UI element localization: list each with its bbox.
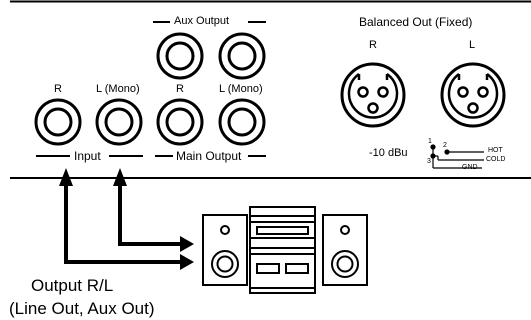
stereo-system-icon	[202, 206, 368, 294]
input-label: Input	[74, 149, 101, 163]
input-l-jack-icon	[95, 98, 143, 146]
main-l-jack-icon	[218, 98, 266, 146]
arrow-icon	[59, 168, 194, 270]
main-r-jack-icon	[156, 98, 204, 146]
hot-label: HOT	[488, 147, 503, 154]
balanced-l-xlr-connector-icon	[440, 62, 506, 128]
balanced-l-label: L	[469, 39, 476, 51]
main-output-label: Main Output	[176, 149, 242, 163]
input-l-label: L (Mono)	[96, 83, 140, 95]
aux-r-jack-icon	[156, 32, 204, 80]
aux-l-jack-icon	[218, 32, 266, 80]
cold-label: COLD	[486, 156, 506, 163]
pin3-label: 3	[427, 158, 431, 165]
input-r-label: R	[54, 83, 62, 95]
input-r-jack-icon	[34, 98, 82, 146]
output-caption-line1: Output R/L	[31, 276, 114, 295]
main-l-label: L (Mono)	[219, 83, 263, 95]
balanced-out-label: Balanced Out (Fixed)	[359, 15, 473, 29]
balanced-r-xlr-connector-icon	[340, 62, 406, 128]
gnd-label: GND	[462, 164, 478, 171]
output-caption-line2: (Line Out, Aux Out)	[9, 299, 155, 318]
pin2-label: 2	[443, 142, 447, 149]
pin1-label: 1	[428, 138, 432, 145]
balanced-r-label: R	[369, 39, 377, 51]
main-r-label: R	[176, 83, 184, 95]
level-label: -10 dBu	[369, 147, 408, 159]
aux-output-label: Aux Output	[174, 15, 230, 27]
xlr-pin-diagram	[430, 144, 484, 169]
